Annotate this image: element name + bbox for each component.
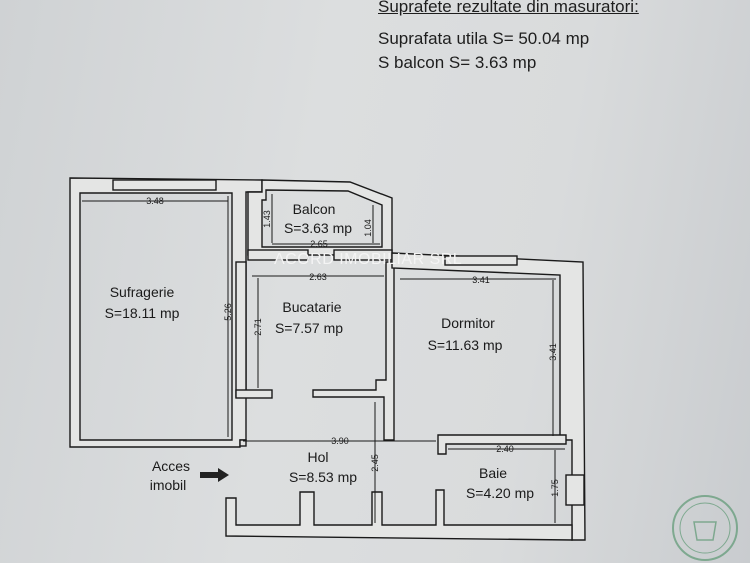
dim-bucatarie-width: 2.63 xyxy=(309,272,327,282)
dim-dormitor-width: 3.41 xyxy=(472,275,490,285)
stamp xyxy=(672,495,738,561)
window-sufragerie xyxy=(112,179,217,191)
dim-bucatarie-height: 2.71 xyxy=(253,318,263,336)
usable-area-text: Suprafata utila S= 50.04 mp xyxy=(378,29,590,48)
wall-bucatarie-left xyxy=(235,261,247,398)
balcony-area-text: S balcon S= 3.63 mp xyxy=(378,53,537,72)
room-sufragerie-area: S=18.11 mp xyxy=(105,305,180,321)
dim-balcon-right: 1.04 xyxy=(363,219,373,237)
wall-baie xyxy=(437,434,567,455)
window-dormitor xyxy=(444,255,518,266)
dim-balcon-width: 2.65 xyxy=(310,239,328,249)
room-bucatarie-name: Bucatarie xyxy=(282,299,341,315)
dim-balcon-left: 1.43 xyxy=(262,210,272,228)
dim-baie-width: 2.40 xyxy=(496,444,514,454)
wall-balcon xyxy=(247,179,393,256)
room-baie-name: Baie xyxy=(479,465,507,481)
dim-hol-height: 2.45 xyxy=(370,454,380,472)
room-sufragerie-name: Sufragerie xyxy=(110,284,175,300)
room-hol-area: S=8.53 mp xyxy=(289,469,357,485)
entrance-label-line1: Acces xyxy=(152,458,190,474)
wall-bottom xyxy=(225,489,573,541)
watermark: ACORD IMOBILIAR SRL xyxy=(274,251,462,268)
room-balcon-name: Balcon xyxy=(293,201,336,217)
entrance-label-line2: imobil xyxy=(150,477,187,493)
wall-dormitor xyxy=(391,252,586,541)
window-baie xyxy=(565,474,585,506)
dim-hol-width: 3.90 xyxy=(331,436,349,446)
room-baie-area: S=4.20 mp xyxy=(466,485,534,501)
room-dormitor-name: Dormitor xyxy=(441,315,495,331)
arrow-right-icon xyxy=(200,468,229,482)
dimension-labels: 3.48 5.26 1.43 1.04 2.65 2.63 2.71 3.41 … xyxy=(146,196,560,497)
room-labels: Sufragerie S=18.11 mp Balcon S=3.63 mp B… xyxy=(105,201,535,501)
room-dormitor-area: S=11.63 mp xyxy=(428,337,503,353)
walls xyxy=(69,177,586,541)
dim-baie-height: 1.75 xyxy=(550,479,560,497)
dim-sufragerie-width: 3.48 xyxy=(146,196,164,206)
entrance: Acces imobil xyxy=(150,458,229,493)
wall-bucatarie-bottom-left xyxy=(235,389,273,399)
room-bucatarie-area: S=7.57 mp xyxy=(275,320,343,336)
areas-heading: Suprafete rezultate din masuratori: xyxy=(378,0,639,16)
room-balcon-area: S=3.63 mp xyxy=(284,220,352,236)
dimension-lines xyxy=(82,194,565,523)
wall-bucatarie-bottom-right xyxy=(312,261,395,441)
dim-dormitor-height: 3.41 xyxy=(548,343,558,361)
room-hol-name: Hol xyxy=(307,449,328,465)
wall-hol-corner xyxy=(239,439,247,447)
wall-bucatarie-top-left xyxy=(247,249,309,261)
dim-sufragerie-height: 5.26 xyxy=(223,303,233,321)
